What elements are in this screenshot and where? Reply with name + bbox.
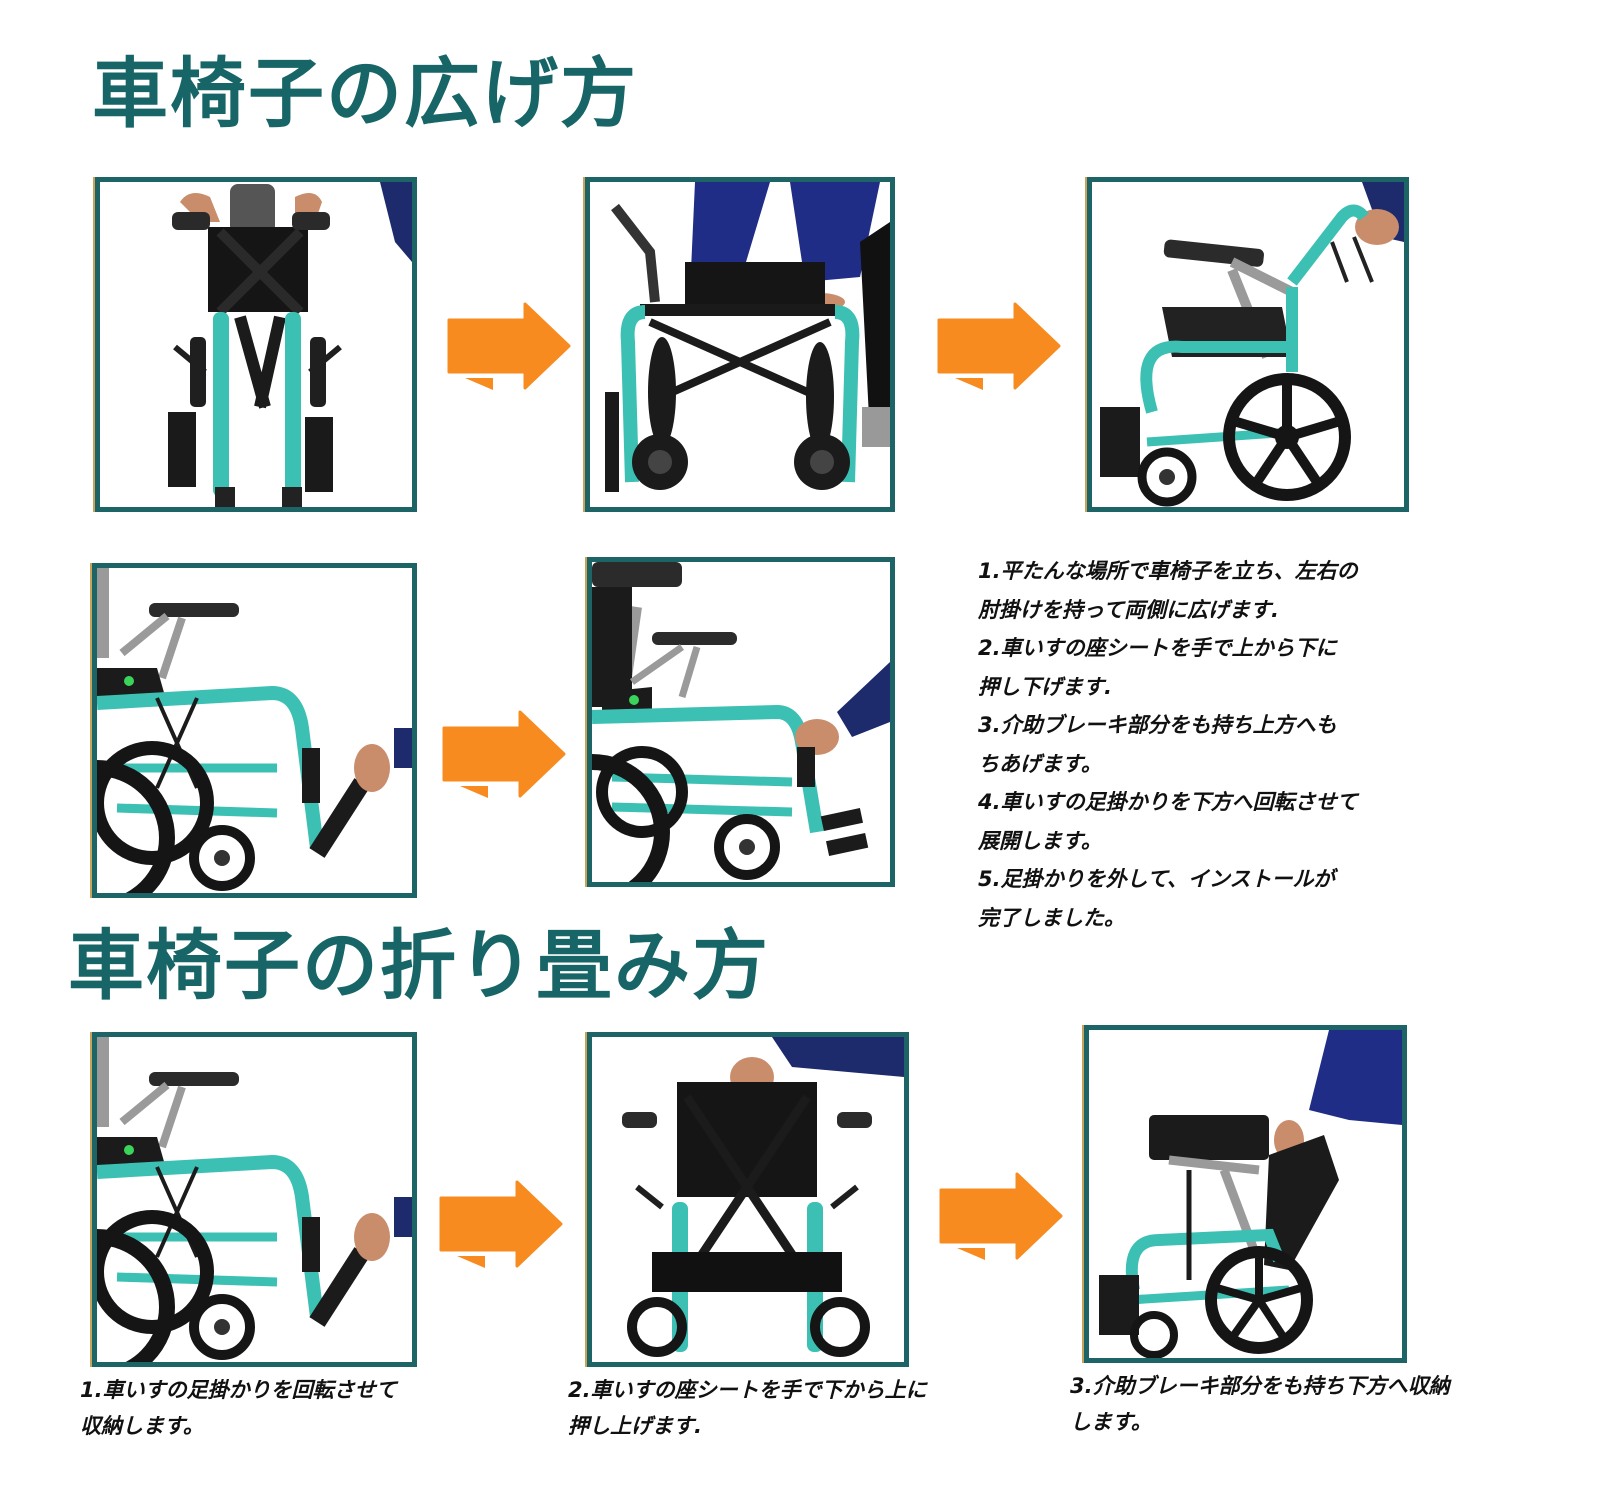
unfold-step-line: 3.介助ブレーキ部分をも持ち上方へも (978, 713, 1337, 737)
unfold-step-line: 1.平たんな場所で車椅子を立ち、左右の (978, 559, 1358, 583)
arrow-right-icon (440, 710, 570, 800)
fold-step-2-caption: 2.車いすの座シートを手で下から上に 押し上げます. (568, 1372, 927, 1444)
unfold-instructions: 1.平たんな場所で車椅子を立ち、左右の 肘掛けを持って両側に広げます. 2.車い… (978, 552, 1458, 937)
wheelchair-folded-front-image (168, 182, 412, 507)
footrest-stow-photo (92, 1032, 417, 1367)
wheelchair-seat-press-image (605, 182, 890, 492)
caption-line: 2.車いすの座シートを手で下から上に (568, 1378, 927, 1402)
unfold-section-title: 車椅子の広げ方 (92, 49, 638, 138)
footrest-rotate-photo (92, 563, 417, 898)
caption-line: 押し上げます. (568, 1414, 702, 1438)
wheelchair-footrest-stow-image (97, 1037, 412, 1362)
press-seat-down-photo (585, 177, 895, 512)
brake-handle-lower-photo (1084, 1025, 1407, 1363)
caption-line: 収納します。 (80, 1414, 204, 1438)
brake-handle-raise-photo (1087, 177, 1409, 512)
fold-step-3-caption: 3.介助ブレーキ部分をも持ち下方へ収納 します。 (1070, 1368, 1450, 1440)
unfold-step-line: ちあげます。 (978, 751, 1102, 776)
caption-line: 3.介助ブレーキ部分をも持ち下方へ収納 (1070, 1374, 1450, 1398)
unfold-step-line: 2.車いすの座シートを手で上から下に (978, 636, 1337, 660)
wheelchair-folded-side-image (1099, 1030, 1402, 1358)
lift-seat-up-photo (587, 1032, 909, 1367)
fold-section-title: 車椅子の折り畳み方 (68, 921, 770, 1010)
arrow-right-icon (935, 302, 1065, 392)
folded-chair-front-photo (95, 177, 417, 512)
unfold-step-line: 4.車いすの足掛かりを下方へ回転させて (978, 790, 1358, 814)
wheelchair-lift-seat-image (622, 1037, 904, 1357)
arrow-right-icon (937, 1172, 1067, 1262)
arrow-right-icon (445, 302, 575, 392)
unfold-step-line: 完了しました。 (978, 905, 1125, 930)
unfold-step-line: 肘掛けを持って両側に広げます. (978, 597, 1279, 622)
caption-line: します。 (1070, 1410, 1152, 1434)
unfold-step-line: 5.足掛かりを外して、インストールが (978, 867, 1335, 891)
wheelchair-footrest-rotate-image (97, 568, 412, 893)
fold-step-1-caption: 1.車いすの足掛かりを回転させて 収納します。 (80, 1372, 397, 1444)
footrest-unfolded-photo (587, 557, 895, 887)
wheelchair-footrest-unfolded-image (592, 562, 890, 882)
arrow-right-icon (437, 1180, 567, 1270)
caption-line: 1.車いすの足掛かりを回転させて (80, 1378, 397, 1402)
unfold-step-line: 展開します。 (978, 828, 1102, 853)
unfold-step-line: 押し下げます. (978, 674, 1112, 699)
wheelchair-side-raised-image (1100, 182, 1404, 507)
